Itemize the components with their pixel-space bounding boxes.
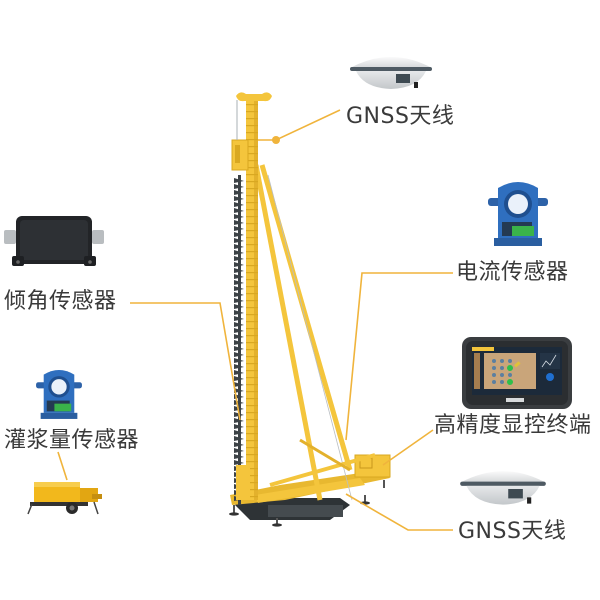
current-sensor-icon (488, 182, 548, 246)
leader-grout-sensor (57, 451, 68, 481)
display-terminal-icon (462, 337, 572, 409)
leader-display-terminal (382, 429, 434, 466)
gnss-top-label: GNSS天线 (346, 104, 455, 129)
display-terminal-label: 高精度显控终端 (434, 413, 592, 438)
grout-pump-icon (27, 482, 102, 515)
gnss-antenna-bottom (458, 466, 548, 512)
tilt-sensor (2, 210, 106, 270)
grout-pump (26, 478, 104, 516)
leader-tilt-sensor (130, 302, 241, 421)
grout-sensor-icon (36, 370, 82, 419)
gnss-antenna-icon (350, 57, 432, 89)
current-sensor-label: 电流传感器 (456, 260, 569, 285)
leader-gnss-bottom (345, 493, 453, 531)
auger (238, 175, 241, 505)
grout-sensor (36, 370, 82, 422)
current-sensor (488, 182, 548, 250)
tilt-sensor-icon (4, 216, 104, 266)
gnss-antenna-top (348, 52, 434, 96)
leader-current-sensor (345, 272, 453, 441)
gnss-antenna-icon (460, 471, 546, 505)
gnss-bottom-label: GNSS天线 (458, 519, 567, 544)
leader-gnss-top (258, 109, 341, 141)
tilt-sensor-label: 倾角传感器 (4, 289, 117, 314)
grout-sensor-label: 灌浆量传感器 (4, 428, 140, 453)
display-terminal (462, 337, 572, 409)
